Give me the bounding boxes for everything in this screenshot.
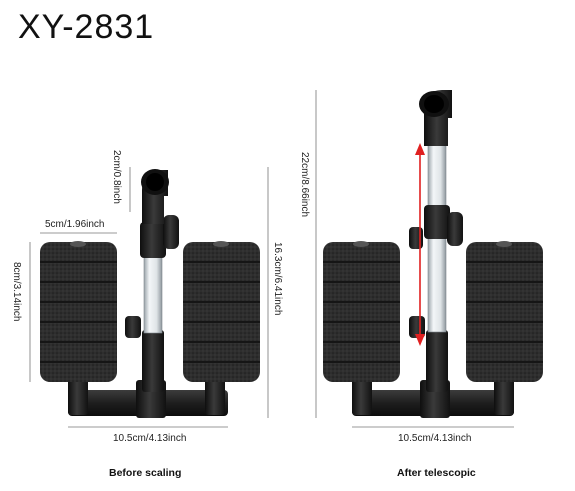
right-view-left-sponge xyxy=(323,241,400,382)
extended-height-dimension: 22cm/8.66inch xyxy=(299,152,310,218)
left-sponge xyxy=(40,241,117,382)
telescopic-arrow xyxy=(415,143,425,346)
right-caption: After telescopic xyxy=(397,467,476,479)
left-base-width-dimension: 10.5cm/4.13inch xyxy=(113,433,187,444)
left-caption: Before scaling xyxy=(109,467,182,479)
top-outlet-dimension: 2cm/0.8inch xyxy=(111,150,122,204)
sponge-height-dimension: 8cm/3.14inch xyxy=(11,262,22,322)
right-dimension-lines xyxy=(315,90,514,428)
left-dimension-lines xyxy=(29,167,269,428)
left-filter xyxy=(40,169,260,418)
right-filter xyxy=(323,90,543,418)
right-base-width-dimension: 10.5cm/4.13inch xyxy=(398,433,472,444)
total-height-dimension: 16.3cm/6.41inch xyxy=(272,242,283,316)
sponge-width-dimension: 5cm/1.96inch xyxy=(45,219,105,230)
right-view-right-sponge xyxy=(466,241,543,382)
product-model-title: XY-2831 xyxy=(18,8,155,46)
right-sponge xyxy=(183,241,260,382)
